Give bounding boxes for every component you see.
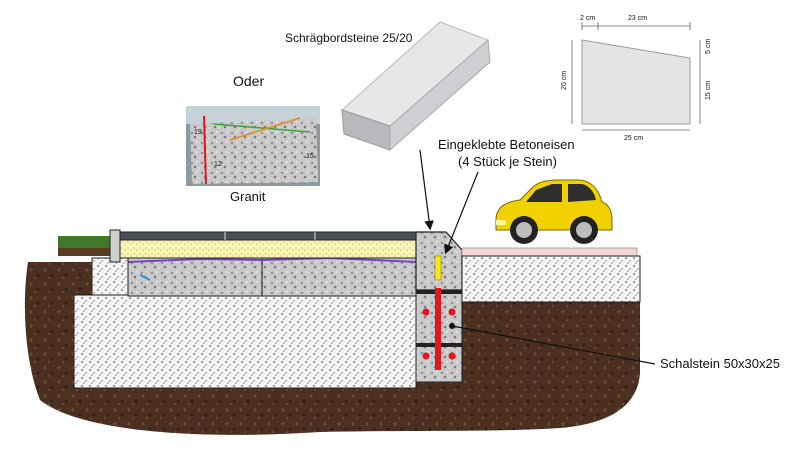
pointer-shuttering	[451, 325, 656, 365]
rebar-dot	[448, 352, 456, 360]
grass-strip	[58, 236, 113, 250]
curb-profile-sketch	[560, 14, 710, 132]
rebar-red	[435, 288, 441, 370]
blue-mark	[139, 274, 151, 281]
road-surface-pink	[461, 247, 638, 257]
dim-bottom: 25 cm	[624, 135, 643, 142]
dim-right-bottom: 15 cm	[705, 81, 712, 100]
road-gravel-base	[461, 255, 641, 303]
shuttering-block-label: Schalstein 50x30x25	[660, 356, 780, 371]
rebar-dot	[422, 308, 430, 316]
rebar-yellow	[434, 255, 442, 281]
photo-digit: 12	[214, 161, 222, 168]
left-edge-kerb	[109, 229, 121, 263]
dim-top-right: 23 cm	[628, 15, 647, 22]
dim-left: 20 cm	[561, 71, 568, 90]
purple-line	[127, 256, 417, 263]
photo-digit: 15	[306, 153, 314, 160]
sand-bedding	[117, 239, 417, 259]
rebar-label-line2: (4 Stück je Stein)	[458, 154, 557, 169]
oder-label: Oder	[233, 73, 264, 89]
granite-slab	[127, 257, 417, 297]
car-icon	[495, 179, 613, 244]
grass-soil-edge	[58, 248, 113, 256]
pointer-curb	[419, 149, 434, 231]
gravel-base-large	[73, 294, 417, 389]
rebar-dot	[448, 308, 456, 316]
granite-photo: 19 12 15	[186, 106, 320, 186]
rebar-dot	[422, 352, 430, 360]
curb-stone-3d	[341, 21, 491, 152]
photo-digit: 19	[194, 129, 202, 136]
gravel-block-left	[91, 257, 129, 296]
rebar-label-line1: Eingeklebte Betoneisen	[438, 137, 575, 152]
pointer-rebar	[444, 171, 479, 255]
granit-label: Granit	[230, 189, 266, 204]
dim-right-top: 5 cm	[705, 39, 712, 54]
dim-top-left: 2 cm	[580, 15, 595, 22]
top-paving	[117, 231, 417, 241]
curb-title-label: Schrägbordsteine 25/20	[285, 31, 413, 45]
